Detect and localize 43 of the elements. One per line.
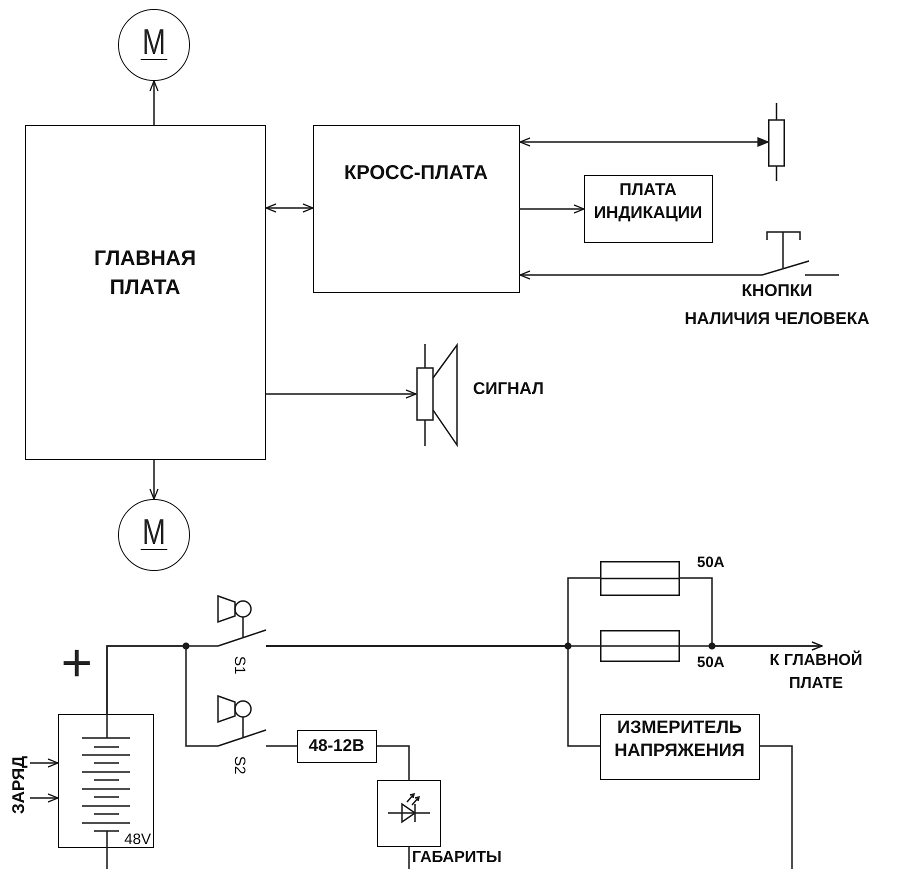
arrow	[519, 137, 769, 147]
destination-label: К ГЛАВНОЙ ПЛАТЕ	[752, 646, 880, 694]
meter-box	[600, 714, 760, 780]
arrow	[519, 270, 762, 280]
arrow	[149, 460, 159, 500]
arrow	[520, 204, 585, 214]
motor-label: M	[140, 516, 168, 550]
button-caption: КНОПКИ НАЛИЧИЯ ЧЕЛОВЕКА	[684, 280, 870, 330]
voltage-label: 48V	[124, 832, 151, 847]
fuse-rating-label: 50A	[697, 654, 725, 672]
switch-label: S2	[232, 756, 247, 774]
motor-label: M	[140, 26, 168, 60]
lights-label: ГАБАРИТЫ	[412, 849, 502, 868]
converter-label: 48-12В	[308, 735, 366, 757]
motor-circle	[118, 499, 190, 571]
board-label: ГЛАВНАЯ ПЛАТА	[93, 246, 197, 301]
plus-sign: +	[61, 636, 93, 690]
arrow	[30, 793, 59, 803]
converter-box	[297, 730, 377, 763]
arrow	[266, 389, 417, 399]
meter-label: ИЗМЕРИТЕЛЬ НАПРЯЖЕНИЯ	[613, 716, 746, 762]
signal-label: СИГНАЛ	[473, 379, 544, 399]
wire	[266, 645, 600, 747]
wire	[106, 848, 108, 869]
charge-label: ЗАРЯД	[8, 746, 30, 824]
wire	[408, 847, 410, 869]
board-label: ПЛАТА ИНДИКАЦИИ	[592, 179, 704, 224]
wire	[266, 745, 297, 747]
wire	[106, 645, 218, 747]
switch-label: S1	[232, 656, 247, 674]
arrow	[30, 758, 59, 768]
board-box	[25, 125, 266, 460]
board-label: КРОСС-ПЛАТА	[343, 161, 489, 185]
board-box	[313, 125, 520, 293]
arrow	[680, 641, 823, 651]
motor-circle	[118, 9, 190, 81]
wire	[760, 745, 793, 869]
wire	[377, 745, 410, 780]
arrow	[265, 203, 314, 213]
fuse-rating-label: 50A	[697, 554, 725, 572]
board-box	[584, 175, 713, 243]
battery-box	[58, 714, 154, 848]
arrow	[149, 80, 159, 125]
